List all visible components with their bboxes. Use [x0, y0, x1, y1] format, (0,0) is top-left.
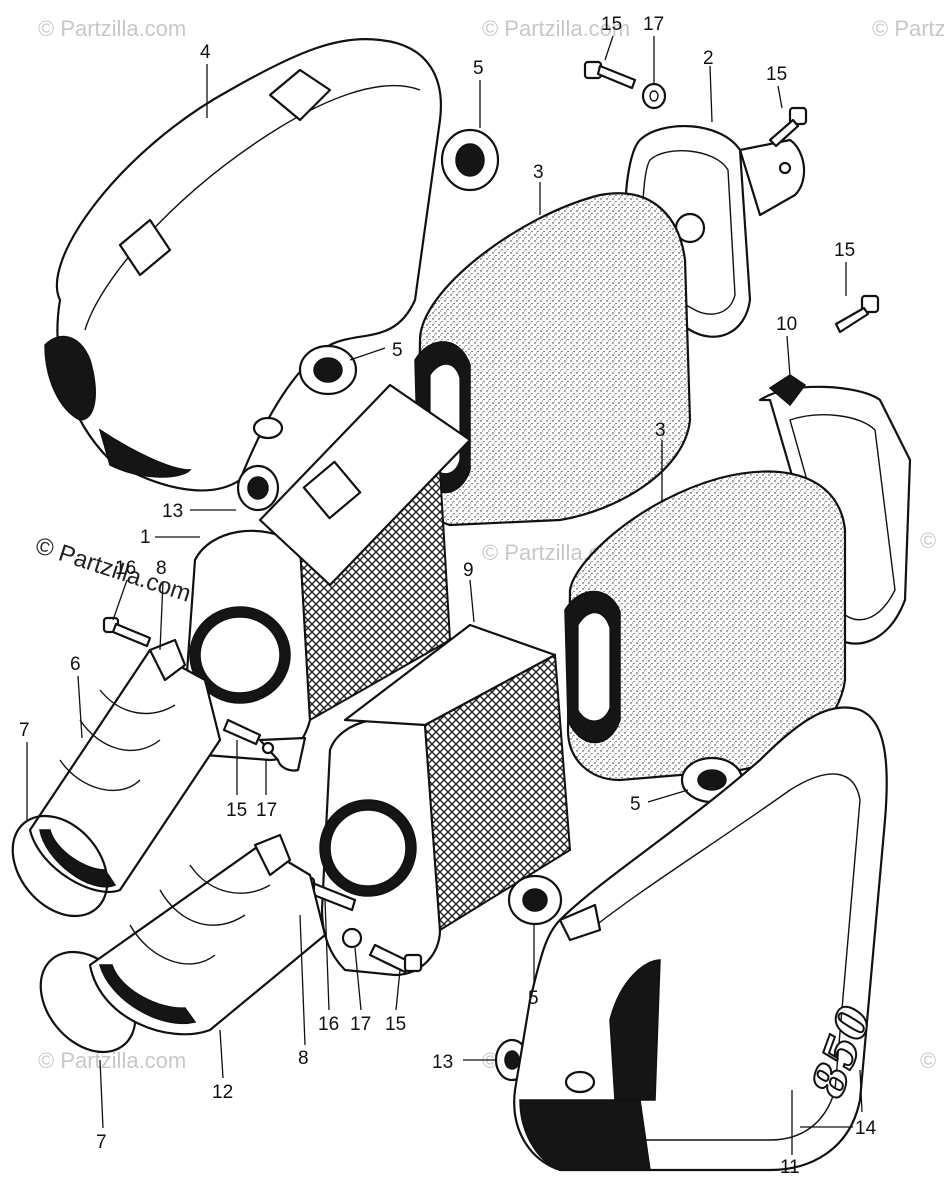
watermark-text: © Partzilla.com [872, 16, 944, 41]
callout-5: 5 [630, 794, 641, 815]
watermark-text: © Partzilla.com [38, 16, 186, 41]
callout-5: 5 [392, 340, 403, 361]
tube-band-icon [11, 814, 109, 918]
callout-8: 8 [298, 1048, 309, 1069]
callout-15: 15 [601, 14, 622, 35]
callout-2: 2 [703, 48, 714, 69]
callout-4: 4 [200, 42, 211, 63]
connecting-tube-icon [88, 833, 327, 1036]
callout-17: 17 [643, 14, 664, 35]
callout-15: 15 [226, 800, 247, 821]
callout-1: 1 [140, 527, 151, 548]
bolt-icon [102, 616, 152, 648]
side-cover-icon [513, 706, 888, 1172]
callout-labels: 4 5 15 17 2 15 3 15 5 10 3 13 1 16 8 9 6… [19, 14, 877, 1178]
callout-15: 15 [834, 240, 855, 261]
grommet-icon [298, 344, 358, 396]
side-cover-icon [44, 38, 442, 492]
callout-10: 10 [776, 314, 797, 335]
grommet-icon [236, 464, 280, 512]
washer-icon [641, 82, 667, 110]
grommet-icon [440, 128, 500, 192]
callout-13: 13 [432, 1052, 453, 1073]
callout-12: 12 [212, 1082, 233, 1103]
watermark-text: © Partzilla.com [920, 528, 944, 553]
callout-7: 7 [19, 720, 30, 741]
air-filter-element-icon [564, 470, 847, 782]
callout-3: 3 [655, 420, 666, 441]
leader-lines [26, 35, 863, 1155]
callout-5: 5 [528, 988, 539, 1009]
callout-14: 14 [855, 1118, 877, 1139]
callout-15: 15 [766, 64, 787, 85]
bolt-icon [222, 718, 262, 746]
air-filter-element-icon [414, 192, 692, 527]
callout-16: 16 [318, 1014, 339, 1035]
watermark-text: © Partzilla.com [920, 1048, 944, 1073]
callout-15: 15 [385, 1014, 406, 1035]
watermark-main: © Partzilla.com [32, 532, 194, 608]
callout-17: 17 [256, 800, 277, 821]
callout-7: 7 [96, 1132, 107, 1153]
callout-5: 5 [473, 58, 484, 79]
bolt-icon [368, 943, 423, 974]
bolt-icon [583, 60, 637, 90]
callout-16: 16 [115, 558, 136, 579]
bolt-icon [834, 294, 880, 334]
callout-9: 9 [463, 560, 474, 581]
grommet-icon [507, 874, 563, 926]
callout-3: 3 [533, 162, 544, 183]
callout-11: 11 [780, 1157, 800, 1178]
callout-13: 13 [162, 501, 183, 522]
bolt-icon [768, 106, 808, 148]
connecting-tube-icon [28, 638, 222, 893]
watermark-text: © Partzilla.com [482, 16, 630, 41]
callout-6: 6 [70, 654, 81, 675]
callout-17: 17 [350, 1014, 371, 1035]
callout-8: 8 [156, 558, 167, 579]
